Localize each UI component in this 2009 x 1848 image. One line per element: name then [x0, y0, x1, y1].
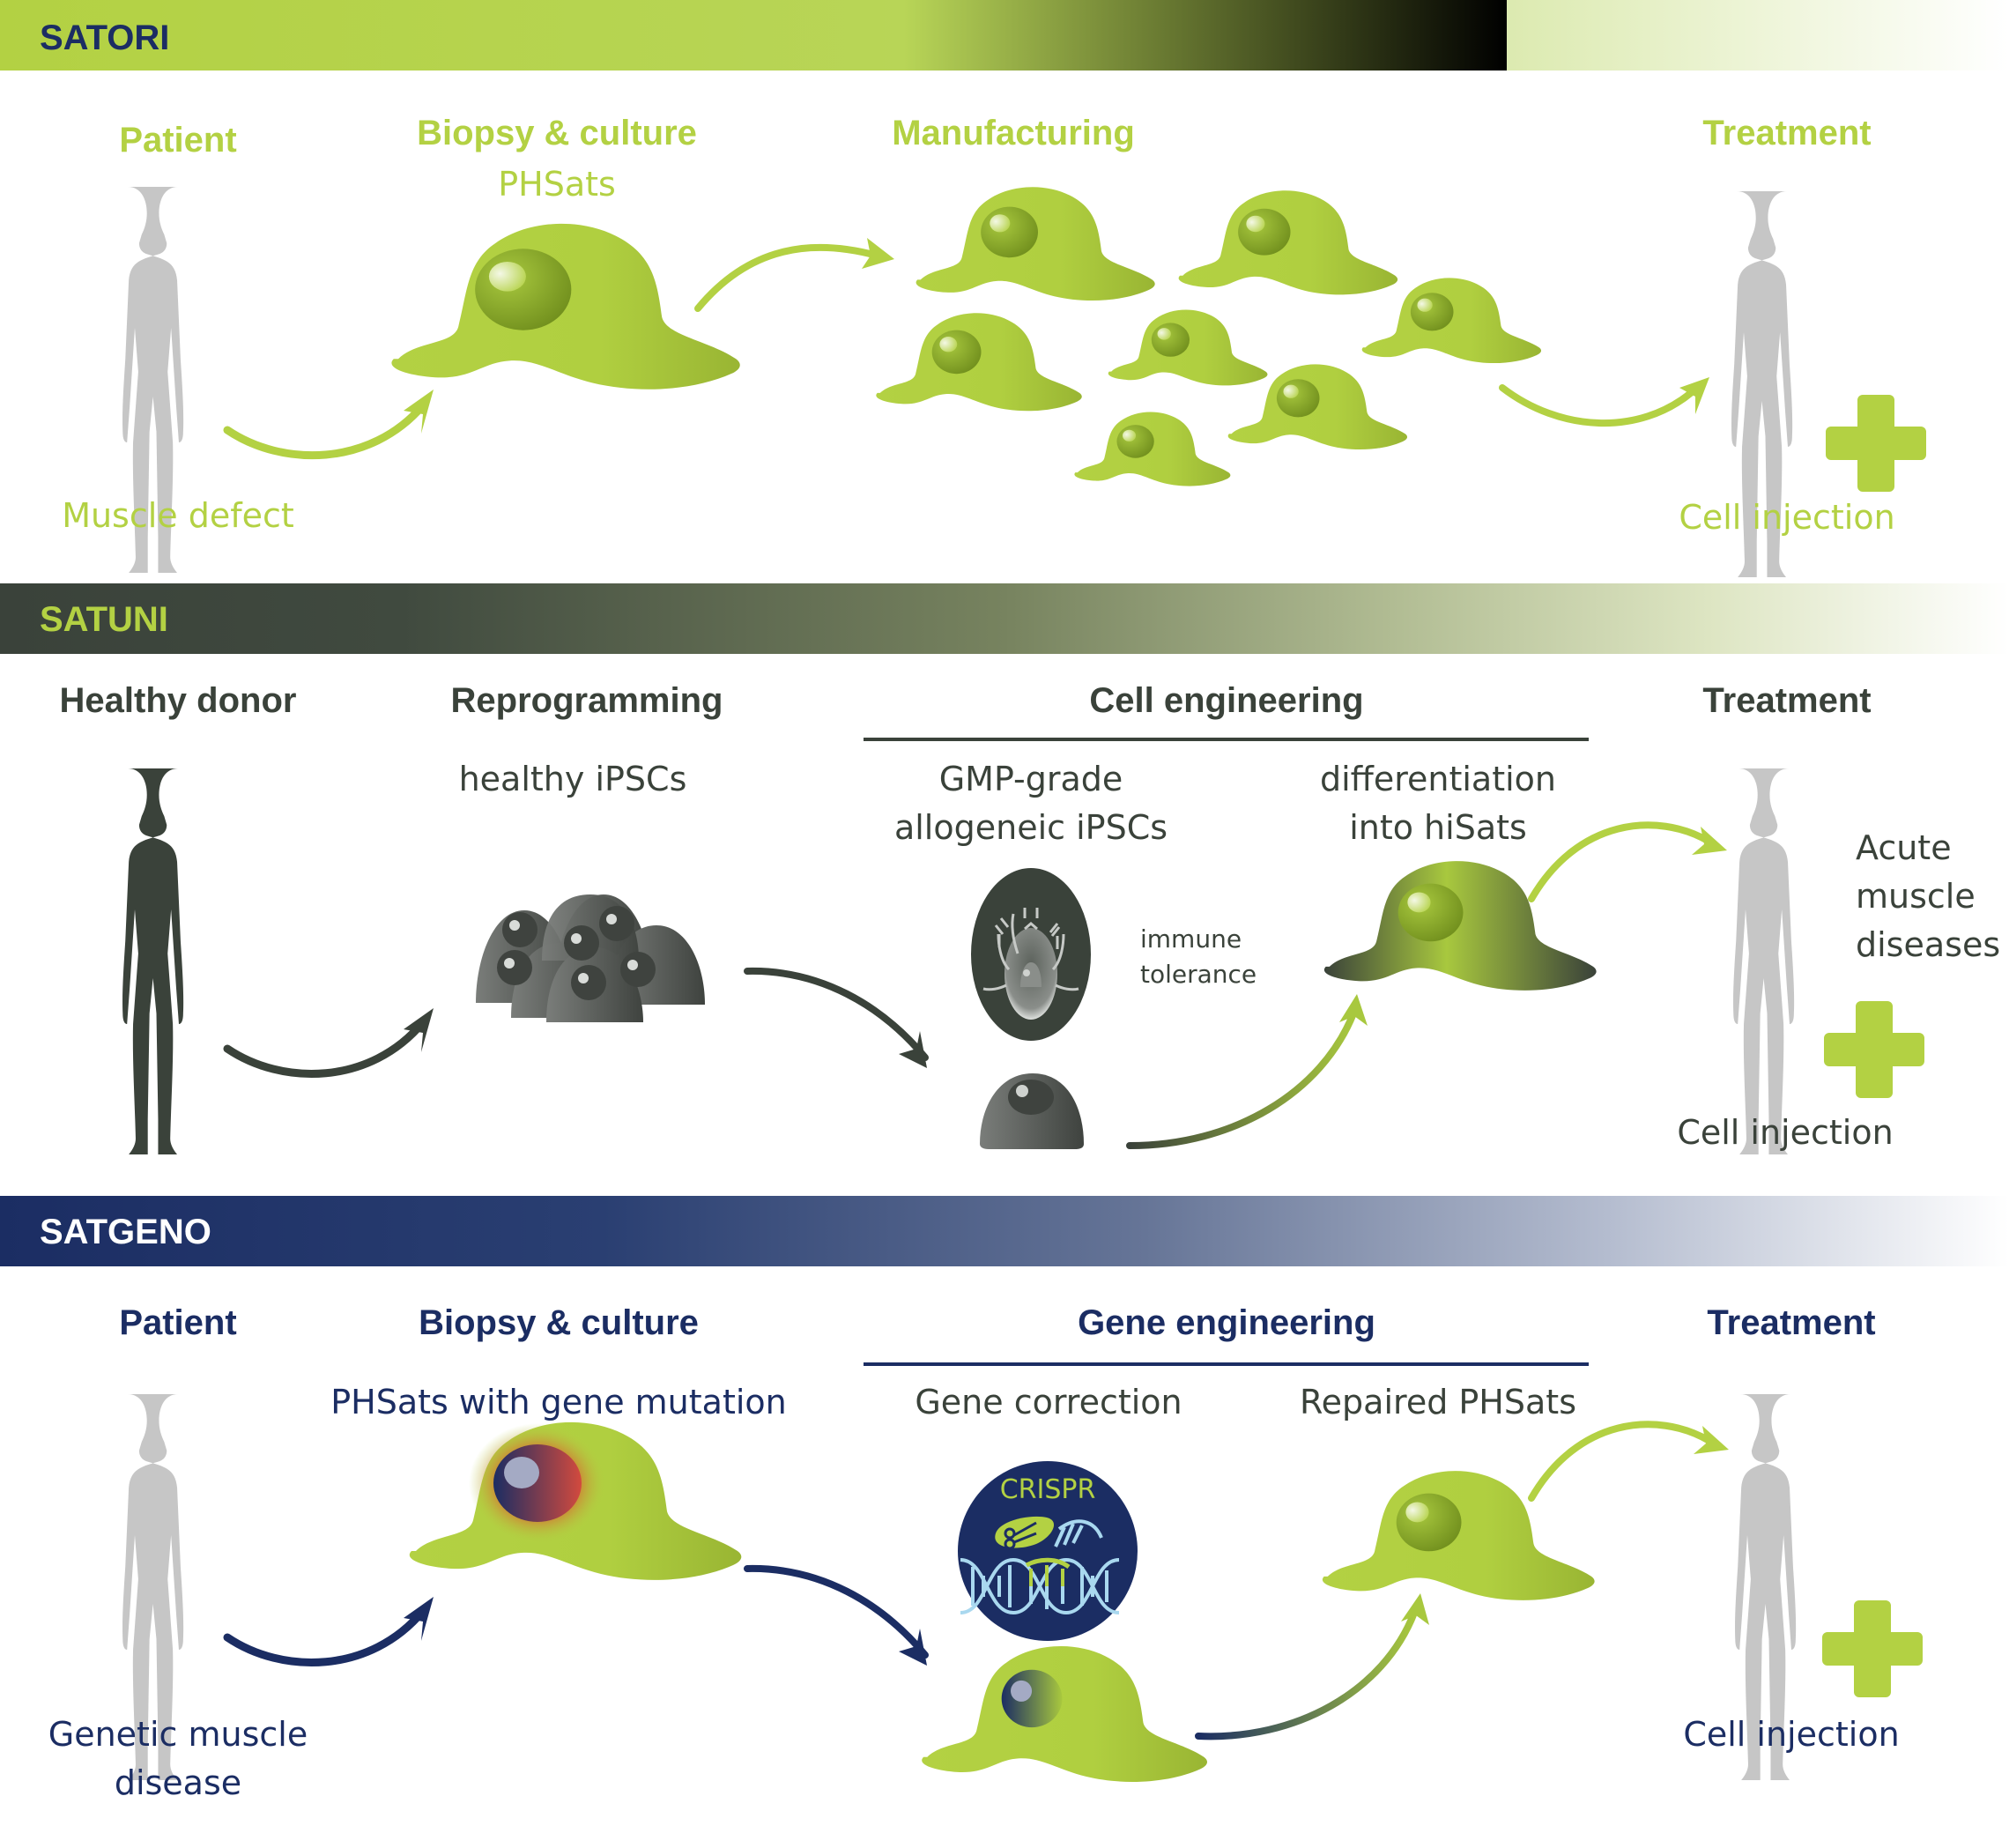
satori-biopsy-heading: Biopsy & culture [417, 114, 697, 152]
satori-patient-caption: Muscle defect [62, 496, 294, 535]
satori-plus-icon [1826, 395, 1926, 492]
satori-arrow-2-icon [694, 238, 894, 312]
satuni-treatment-heading: Treatment [1702, 681, 1871, 720]
crispr-label: CRISPR [1000, 1474, 1096, 1505]
satuni-reprogramming-subtitle: healthy iPSCs [459, 760, 687, 798]
manufactured-cell-icon [876, 313, 1082, 412]
satuni-disease-line1: Acute [1856, 828, 1952, 867]
allogeneic-ipsc-cell-icon [980, 1073, 1084, 1149]
satuni-engineering-heading: Cell engineering [1089, 681, 1363, 720]
manufactured-cell-icon [1361, 278, 1542, 364]
satuni-plus-icon [1824, 1001, 1924, 1098]
satuni-disease-line3: diseases [1856, 925, 2000, 964]
crispr-icon: CRISPR [958, 1461, 1138, 1641]
ipsc-cluster-icon [476, 894, 705, 1022]
satuni-arrow-3-icon [1126, 994, 1368, 1149]
immune-label-line1: immune [1140, 924, 1242, 954]
satuni-treated-figure-icon [1733, 768, 1795, 1154]
satuni-engineering-right-line2: into hiSats [1349, 808, 1527, 847]
satgeno-arrow-2-icon [744, 1564, 929, 1666]
satori-biopsy-subtitle: PHSats [498, 165, 616, 204]
satori-phsat-cell-icon [391, 223, 740, 390]
satgeno-band [0, 1196, 2009, 1266]
satgeno-arrow-3-icon [1195, 1593, 1429, 1740]
satgeno-engineering-divider [864, 1362, 1589, 1366]
hisat-cell-icon [1323, 861, 1597, 991]
mutated-phsat-cell-icon [409, 1421, 742, 1580]
manufactured-cell-icon [1074, 412, 1231, 486]
manufactured-cell-icon [916, 187, 1155, 301]
satuni-disease-line2: muscle [1856, 877, 1976, 916]
corrected-cell-icon [922, 1646, 1208, 1782]
satuni-arrow-2-icon [744, 967, 929, 1068]
satuni-arrow-4-icon [1528, 821, 1727, 902]
satori-title: SATORI [40, 19, 169, 57]
satori-manufacturing-heading: Manufacturing [892, 114, 1135, 152]
satgeno-patient-caption-line1: Genetic muscle [48, 1715, 308, 1754]
satgeno-engineering-heading: Gene engineering [1078, 1303, 1375, 1342]
satori-patient-heading: Patient [119, 121, 236, 160]
satuni-donor-heading: Healthy donor [60, 681, 297, 720]
immune-tolerance-icon [971, 868, 1091, 1041]
satgeno-biopsy-heading: Biopsy & culture [419, 1303, 699, 1342]
manufactured-cell-icon [1227, 364, 1408, 450]
satgeno-title: SATGENO [40, 1213, 211, 1251]
guide-rna-icon [1054, 1519, 1103, 1547]
satgeno-treatment-heading: Treatment [1707, 1303, 1875, 1342]
satori-arrow-1-icon [223, 390, 434, 460]
immune-label-line2: tolerance [1140, 960, 1257, 989]
satgeno-treatment-caption: Cell injection [1683, 1715, 1899, 1754]
satuni-arrow-1-icon [223, 1008, 434, 1078]
satori-treatment-heading: Treatment [1702, 114, 1871, 152]
repaired-phsat-cell-icon [1322, 1471, 1595, 1600]
satuni-reprogramming-heading: Reprogramming [451, 681, 723, 720]
manufacturing-cells [876, 187, 1542, 486]
satgeno-patient-caption-line2: disease [115, 1763, 241, 1802]
satori-band [0, 0, 2009, 71]
satuni-treatment-caption: Cell injection [1677, 1113, 1893, 1152]
satgeno-plus-icon [1822, 1600, 1923, 1697]
satuni-engineering-left-line1: GMP-grade [939, 760, 1123, 798]
satuni-donor-figure-icon [122, 768, 184, 1154]
satuni-band [0, 583, 2009, 654]
manufactured-cell-icon [1108, 309, 1268, 386]
satgeno-patient-heading: Patient [119, 1303, 236, 1342]
satuni-engineering-right-line1: differentiation [1320, 760, 1556, 798]
satgeno-arrow-4-icon [1528, 1421, 1729, 1502]
satgeno-gene-correction-subtitle: Gene correction [915, 1383, 1182, 1421]
satuni-engineering-left-line2: allogeneic iPSCs [894, 808, 1168, 847]
manufactured-cell-icon [1178, 190, 1398, 295]
satuni-engineering-divider [864, 738, 1589, 741]
satgeno-repaired-subtitle: Repaired PHSats [1300, 1383, 1576, 1421]
satori-treatment-caption: Cell injection [1679, 498, 1894, 537]
satori-arrow-3-icon [1499, 377, 1709, 427]
dna-helix-icon [960, 1557, 1120, 1615]
satuni-title: SATUNI [40, 600, 168, 639]
satgeno-biopsy-subtitle: PHSats with gene mutation [330, 1383, 787, 1421]
satgeno-arrow-1-icon [223, 1597, 434, 1666]
